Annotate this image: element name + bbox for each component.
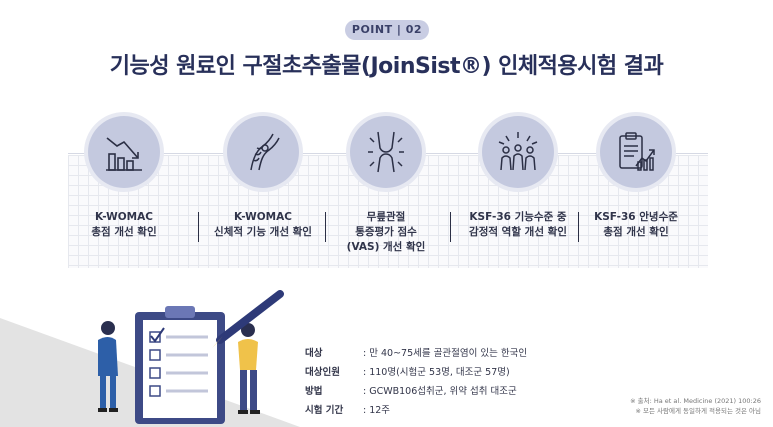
info-row-duration: 시험 기간 : 12주 bbox=[305, 401, 527, 420]
result-item-2: K-WOMAC 신체적 기능 개선 확인 bbox=[201, 116, 325, 240]
bar-chart-decline-icon bbox=[88, 116, 160, 188]
info-value: : 만 40~75세를 골관절염이 있는 한국인 bbox=[363, 348, 528, 359]
study-info: 대상 : 만 40~75세를 골관절염이 있는 한국인 대상인원 : 110명(… bbox=[305, 344, 527, 420]
result-item-1: K-WOMAC 총점 개선 확인 bbox=[62, 116, 186, 240]
item-5-line2: 총점 개선 확인 bbox=[603, 226, 669, 238]
body-joint-icon bbox=[227, 116, 299, 188]
info-row-method: 방법 : GCWB106섭취군, 위약 섭취 대조군 bbox=[305, 382, 527, 401]
item-3-line3: (VAS) 개선 확인 bbox=[346, 241, 426, 253]
info-row-subject: 대상 : 만 40~75세를 골관절염이 있는 한국인 bbox=[305, 344, 527, 363]
info-value: : 110명(시험군 53명, 대조군 57명) bbox=[363, 367, 510, 378]
knee-joint-icon bbox=[350, 116, 422, 188]
item-2-line2: 신체적 기능 개선 확인 bbox=[214, 226, 312, 238]
info-key: 대상인원 bbox=[305, 367, 340, 378]
info-key: 대상 bbox=[305, 348, 323, 359]
divider-4 bbox=[578, 212, 579, 242]
result-item-3: 무릎관절 통증평가 점수 (VAS) 개선 확인 bbox=[324, 116, 448, 255]
disclaimer-note: ※ 모든 사람에게 동일하게 적용되는 것은 아님 bbox=[635, 407, 761, 415]
info-value: : 12주 bbox=[363, 405, 391, 416]
clipboard-chart-icon bbox=[600, 116, 672, 188]
item-1-line2: 총점 개선 확인 bbox=[91, 226, 157, 238]
divider-3 bbox=[450, 212, 451, 242]
info-key: 방법 bbox=[305, 386, 323, 397]
result-item-4: KSF-36 기능수준 중 감정적 역할 개선 확인 bbox=[456, 116, 580, 240]
source-note: ※ 출처: Ha et al. Medicine (2021) 100:26 bbox=[630, 397, 761, 405]
page-title: 기능성 원료인 구절초추출물(JoinSist®) 인체적용시험 결과 bbox=[109, 54, 664, 79]
checklist-illustration bbox=[98, 290, 284, 424]
item-3-line2: 통증평가 점수 bbox=[355, 226, 417, 238]
info-key: 시험 기간 bbox=[305, 405, 344, 416]
footnote: ※ 출처: Ha et al. Medicine (2021) 100:26 ※… bbox=[630, 396, 761, 416]
info-row-count: 대상인원 : 110명(시험군 53명, 대조군 57명) bbox=[305, 363, 527, 382]
item-3-line1: 무릎관절 bbox=[366, 211, 406, 223]
people-group-icon bbox=[482, 116, 554, 188]
item-5-line1: KSF-36 안녕수준 bbox=[594, 211, 678, 223]
info-value: : GCWB106섭취군, 위약 섭취 대조군 bbox=[363, 386, 517, 397]
item-1-line1: K-WOMAC bbox=[95, 211, 153, 223]
point-badge: POINT | 02 bbox=[345, 20, 429, 40]
divider-2 bbox=[325, 212, 326, 242]
item-2-line1: K-WOMAC bbox=[234, 211, 292, 223]
item-4-line1: KSF-36 기능수준 중 bbox=[469, 211, 567, 223]
result-item-5: KSF-36 안녕수준 총점 개선 확인 bbox=[574, 116, 698, 240]
divider-1 bbox=[198, 212, 199, 242]
item-4-line2: 감정적 역할 개선 확인 bbox=[469, 226, 567, 238]
